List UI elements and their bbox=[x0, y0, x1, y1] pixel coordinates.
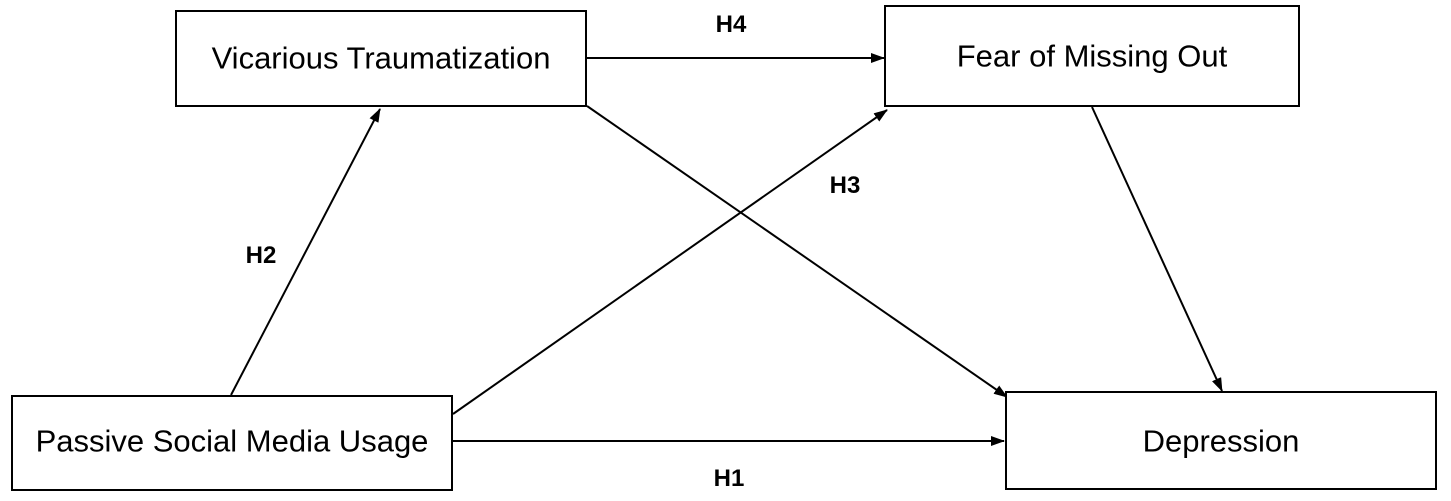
node-fear-of-missing-out: Fear of Missing Out bbox=[884, 5, 1300, 107]
hypothesis-label-h1: H1 bbox=[714, 465, 745, 492]
node-label: Fear of Missing Out bbox=[957, 39, 1228, 74]
edge-vicarious-to-depression bbox=[586, 105, 1008, 398]
node-box bbox=[11, 395, 453, 491]
node-label: Passive Social Media Usage bbox=[36, 424, 429, 459]
hypothesis-label-h3: H3 bbox=[830, 172, 861, 199]
hypothesis-label-h2: H2 bbox=[246, 242, 277, 269]
hypothesis-labels: H4 H3 H2 H1 bbox=[246, 11, 861, 492]
edge-passive-to-vicarious bbox=[230, 108, 381, 396]
node-box bbox=[1005, 391, 1437, 490]
edge-passive-to-fomo bbox=[452, 109, 888, 415]
node-depression: Depression bbox=[1005, 391, 1437, 490]
hypothesis-label-h4: H4 bbox=[716, 11, 747, 38]
node-label: Vicarious Traumatization bbox=[212, 41, 551, 76]
node-passive-social-media-usage: Passive Social Media Usage bbox=[11, 395, 453, 491]
edge-fomo-to-depression bbox=[1091, 106, 1223, 392]
node-label: Depression bbox=[1143, 424, 1300, 459]
node-box bbox=[884, 5, 1300, 107]
node-box bbox=[175, 10, 587, 107]
node-vicarious-traumatization: Vicarious Traumatization bbox=[175, 10, 587, 107]
edges bbox=[230, 53, 1223, 446]
